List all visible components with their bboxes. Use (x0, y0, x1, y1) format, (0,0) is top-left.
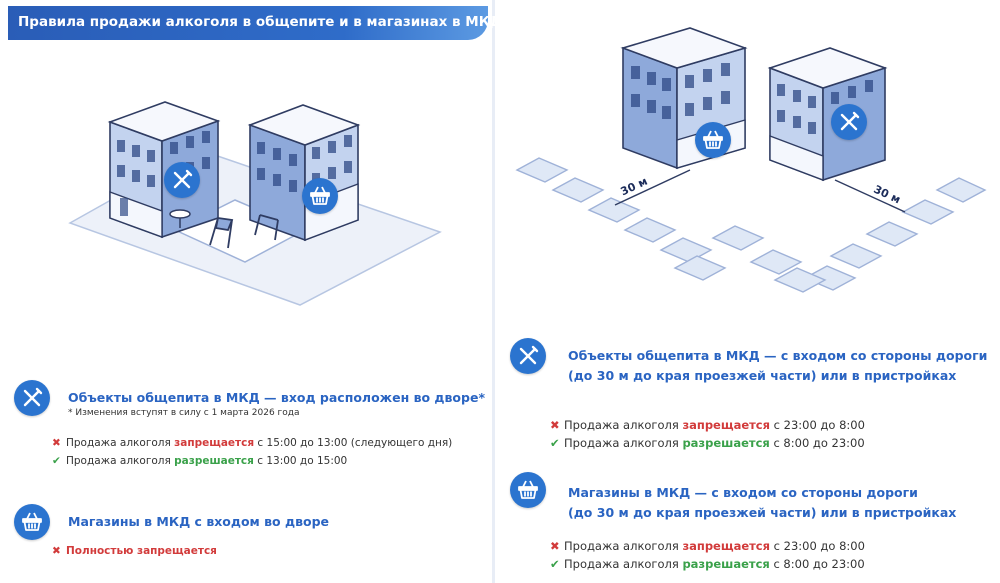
building-left (107, 101, 221, 239)
section-divider (492, 0, 495, 583)
left-food-note: * Изменения вступят в силу с 1 марта 202… (68, 408, 300, 418)
left-shop-heading: Магазины в МКД с входом во дворе (68, 514, 329, 529)
food-service-icon (510, 338, 546, 374)
page-title: Правила продажи алкоголя в общепите и в … (18, 14, 502, 30)
courtyard-illustration (40, 80, 460, 310)
cross-icon: ✖ (550, 418, 560, 432)
left-food-rule-allowed: ✔Продажа алкоголя разрешается с 13:00 до… (52, 455, 348, 467)
distance-lines (614, 169, 906, 213)
right-shop-heading-line2: (до 30 м до края проезжей части) или в п… (568, 505, 957, 520)
shop-icon (14, 504, 50, 540)
food-service-icon (14, 380, 50, 416)
right-shop-rule-prohibited: ✖Продажа алкоголя запрещается с 23:00 до… (550, 539, 865, 553)
road-tiles (515, 157, 987, 293)
roadside-illustration: 30 м 30 м (505, 20, 995, 300)
left-shop-rule-prohibited: ✖Полностью запрещается (52, 545, 217, 557)
shopping-basket-icon (695, 122, 731, 158)
shopping-basket-icon (302, 178, 338, 214)
right-shop-heading-line1: Магазины в МКД — с входом со стороны дор… (568, 485, 918, 500)
cross-icon: ✖ (52, 545, 61, 557)
check-icon: ✔ (550, 436, 560, 450)
right-food-heading-line2: (до 30 м до края проезжей части) или в п… (568, 368, 957, 383)
cafe-table (169, 209, 191, 228)
check-icon: ✔ (550, 557, 560, 571)
cross-icon: ✖ (52, 437, 61, 449)
fork-knife-icon (831, 104, 867, 140)
right-food-rule-prohibited: ✖Продажа алкоголя запрещается с 23:00 до… (550, 418, 865, 432)
right-food-heading-line1: Объекты общепита в МКД — с входом со сто… (568, 348, 988, 363)
playground (209, 214, 279, 249)
check-icon: ✔ (52, 455, 61, 467)
building-right (247, 104, 361, 242)
building-right (767, 47, 888, 182)
cross-icon: ✖ (550, 539, 560, 553)
right-food-rule-allowed: ✔Продажа алкоголя разрешается с 8:00 до … (550, 436, 865, 450)
fork-knife-icon (164, 162, 200, 198)
left-food-rule-prohibited: ✖Продажа алкоголя запрещается с 15:00 до… (52, 437, 453, 449)
title-banner: Правила продажи алкоголя в общепите и в … (8, 6, 502, 40)
right-shop-rule-allowed: ✔Продажа алкоголя разрешается с 8:00 до … (550, 557, 865, 571)
left-food-heading: Объекты общепита в МКД — вход расположен… (68, 390, 485, 405)
shop-icon (510, 472, 546, 508)
